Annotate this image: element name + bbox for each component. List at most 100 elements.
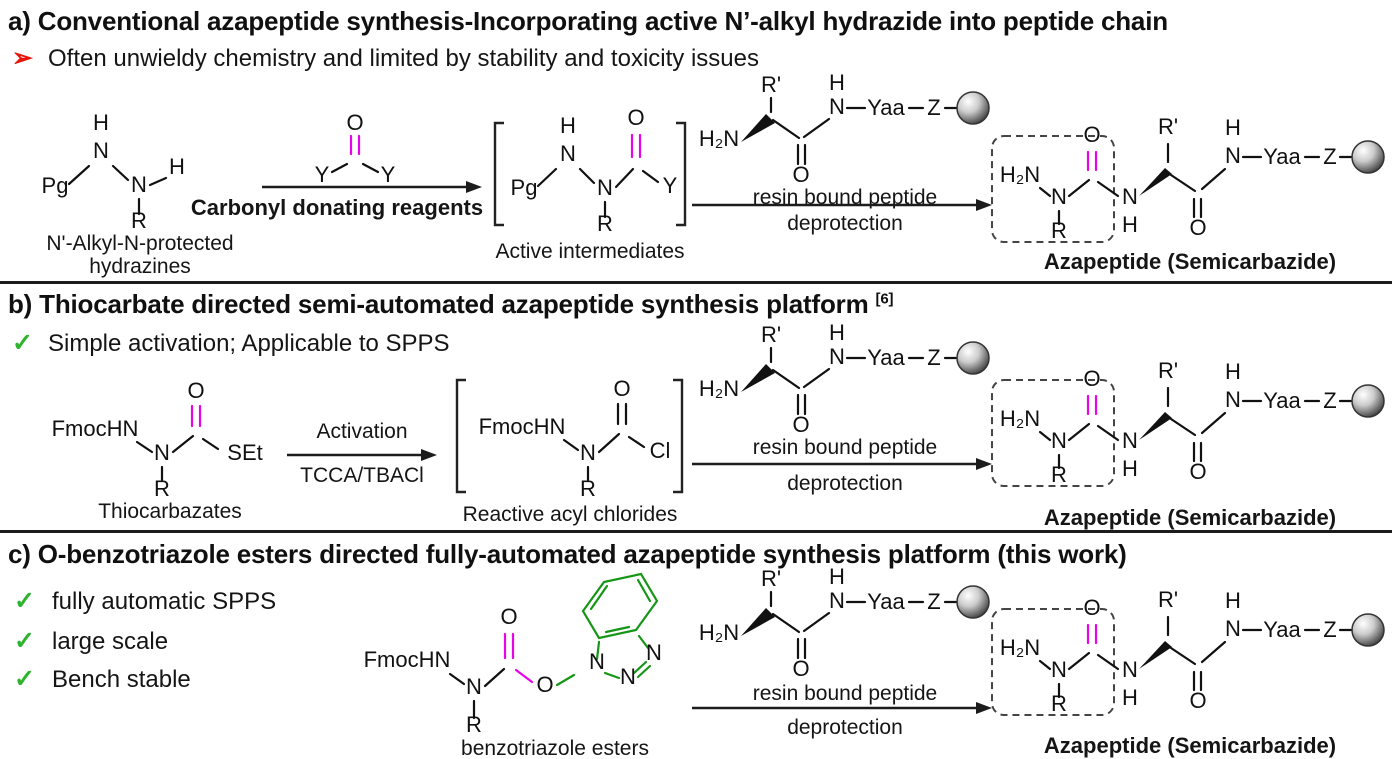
semicarbazide-highlight-box bbox=[991, 379, 1115, 487]
left-bracket bbox=[455, 378, 466, 494]
atom-r-prime: R' bbox=[1158, 358, 1178, 383]
arrow-b2-top-label: resin bound peptide bbox=[752, 436, 938, 459]
panel-a-bullet: Often unwieldy chemistry and limited by … bbox=[48, 45, 759, 72]
bonds bbox=[769, 96, 958, 166]
benzene-ring bbox=[581, 572, 659, 640]
arrow-a1-label: Carbonyl donating reagents bbox=[190, 195, 484, 220]
bonds bbox=[1038, 386, 1353, 470]
intermediate-label: Active intermediates bbox=[495, 240, 685, 263]
panel-c-bullet-3: Bench stable bbox=[52, 666, 191, 693]
atom-h: H bbox=[560, 113, 576, 138]
atom-r: R bbox=[580, 476, 596, 501]
atom-r: R bbox=[597, 211, 613, 236]
arrow-b1-bottom-label: TCCA/TBACl bbox=[300, 464, 424, 487]
atom-h: H bbox=[1225, 115, 1241, 140]
atom-r: R bbox=[1051, 218, 1067, 243]
product-a-label: Azapeptide (Semicarbazide) bbox=[1043, 249, 1337, 274]
bonds bbox=[536, 133, 660, 219]
reaction-arrow bbox=[692, 199, 992, 211]
atom-r: R bbox=[466, 712, 482, 737]
hydrazine-label: N'-Alkyl-N-protected hydrazines bbox=[46, 232, 234, 278]
atom-n: N bbox=[1225, 387, 1241, 412]
atom-n-blue: N bbox=[1051, 428, 1067, 453]
atom-r-prime: R' bbox=[761, 566, 781, 591]
resin-bound-peptide-structure: H₂N R' O H N Yaa Z bbox=[699, 564, 990, 681]
benzotriazole-ester-structure: FmocHN N R O O N N N bbox=[364, 572, 662, 737]
atom-r: R bbox=[1051, 462, 1067, 487]
wedge-bond bbox=[741, 114, 775, 142]
atom-n: N bbox=[1225, 143, 1241, 168]
arrow-c-top-label: resin bound peptide bbox=[752, 682, 938, 705]
atom-o: O bbox=[346, 110, 363, 135]
panel-divider bbox=[0, 281, 1392, 284]
atom-h2n: H₂N bbox=[699, 620, 739, 645]
left-bracket bbox=[493, 121, 504, 227]
panel-b-title-text: b) Thiocarbate directed semi-automated a… bbox=[8, 289, 869, 319]
atom-n-blue: N bbox=[597, 175, 613, 200]
atom-yaa: Yaa bbox=[1263, 617, 1301, 642]
check-icon: ✓ bbox=[14, 627, 35, 655]
atom-yaa: Yaa bbox=[867, 345, 905, 370]
atom-n: N bbox=[580, 440, 596, 465]
semicarbazide-highlight-box bbox=[991, 608, 1115, 716]
thiocarbazate-structure: FmocHN N R O SEt bbox=[52, 378, 263, 501]
bonds bbox=[330, 134, 380, 174]
atom-r: R bbox=[154, 476, 170, 501]
atom-o: O bbox=[1189, 688, 1206, 713]
atom-fmochn: FmocHN bbox=[364, 647, 451, 672]
atom-h: H bbox=[1122, 685, 1138, 710]
atom-h2n: H₂N bbox=[699, 376, 739, 401]
bonds bbox=[769, 346, 958, 416]
active-intermediate-structure: Pg H N N R O Y bbox=[493, 105, 687, 236]
bonds bbox=[135, 404, 220, 482]
benzotriazole-ester-label: benzotriazole esters bbox=[461, 737, 649, 759]
atom-h: H bbox=[169, 154, 185, 179]
resin-bead bbox=[956, 585, 990, 619]
azapeptide-product-structure: H₂N N R O N H R' O N H Yaa Z bbox=[991, 358, 1385, 487]
atom-n-blue: N bbox=[131, 172, 147, 197]
atom-o: O bbox=[1189, 215, 1206, 240]
atom-o: O bbox=[1083, 366, 1100, 391]
atom-z: Z bbox=[1323, 617, 1336, 642]
atom-h: H bbox=[829, 564, 845, 589]
atom-h: H bbox=[93, 110, 109, 135]
atom-y: Y bbox=[381, 162, 396, 187]
bonds bbox=[67, 164, 168, 216]
azapeptide-product-structure: H₂N N R O N H R' O N H Yaa Z bbox=[991, 114, 1385, 243]
resin-bound-peptide-structure: H₂N R' O H N Yaa Z bbox=[699, 70, 990, 187]
atom-r: R bbox=[131, 208, 147, 233]
atom-yaa: Yaa bbox=[1263, 388, 1301, 413]
atom-o: O bbox=[1083, 595, 1100, 620]
carbonyl-reagent-structure: O Y Y bbox=[315, 110, 396, 187]
bonds bbox=[1038, 142, 1353, 226]
atom-o: O bbox=[187, 378, 204, 403]
atom-n: N bbox=[829, 344, 845, 369]
benzotriazole-ring: N N N bbox=[581, 572, 662, 689]
reaction-arrow bbox=[262, 181, 482, 193]
atom-n: N bbox=[93, 138, 109, 163]
atom-o: O bbox=[627, 105, 644, 130]
atom-n: N bbox=[1225, 616, 1241, 641]
panel-b-bullet: Simple activation; Applicable to SPPS bbox=[48, 330, 450, 357]
atom-o: O bbox=[792, 162, 809, 187]
right-bracket bbox=[673, 378, 684, 494]
atom-o: O bbox=[1189, 459, 1206, 484]
atom-n-blue: N bbox=[1051, 657, 1067, 682]
resin-bead bbox=[956, 91, 990, 125]
atom-o-ester: O bbox=[536, 672, 553, 697]
atom-h: H bbox=[1225, 588, 1241, 613]
atom-h2n: H₂N bbox=[1000, 635, 1040, 660]
reaction-arrow bbox=[692, 458, 992, 470]
atom-pg: Pg bbox=[42, 173, 69, 198]
atom-h: H bbox=[1122, 212, 1138, 237]
atom-fmochn: FmocHN bbox=[479, 414, 566, 439]
check-icon: ✓ bbox=[14, 665, 35, 693]
hydrazine-structure: Pg H N N H R bbox=[42, 110, 185, 233]
atom-r-prime: R' bbox=[761, 322, 781, 347]
atom-fmochn: FmocHN bbox=[52, 416, 139, 441]
panel-divider bbox=[0, 530, 1392, 533]
atom-r-prime: R' bbox=[1158, 114, 1178, 139]
arrow-b2-bottom-label: deprotection bbox=[787, 472, 903, 495]
atom-n1: N bbox=[589, 649, 605, 674]
